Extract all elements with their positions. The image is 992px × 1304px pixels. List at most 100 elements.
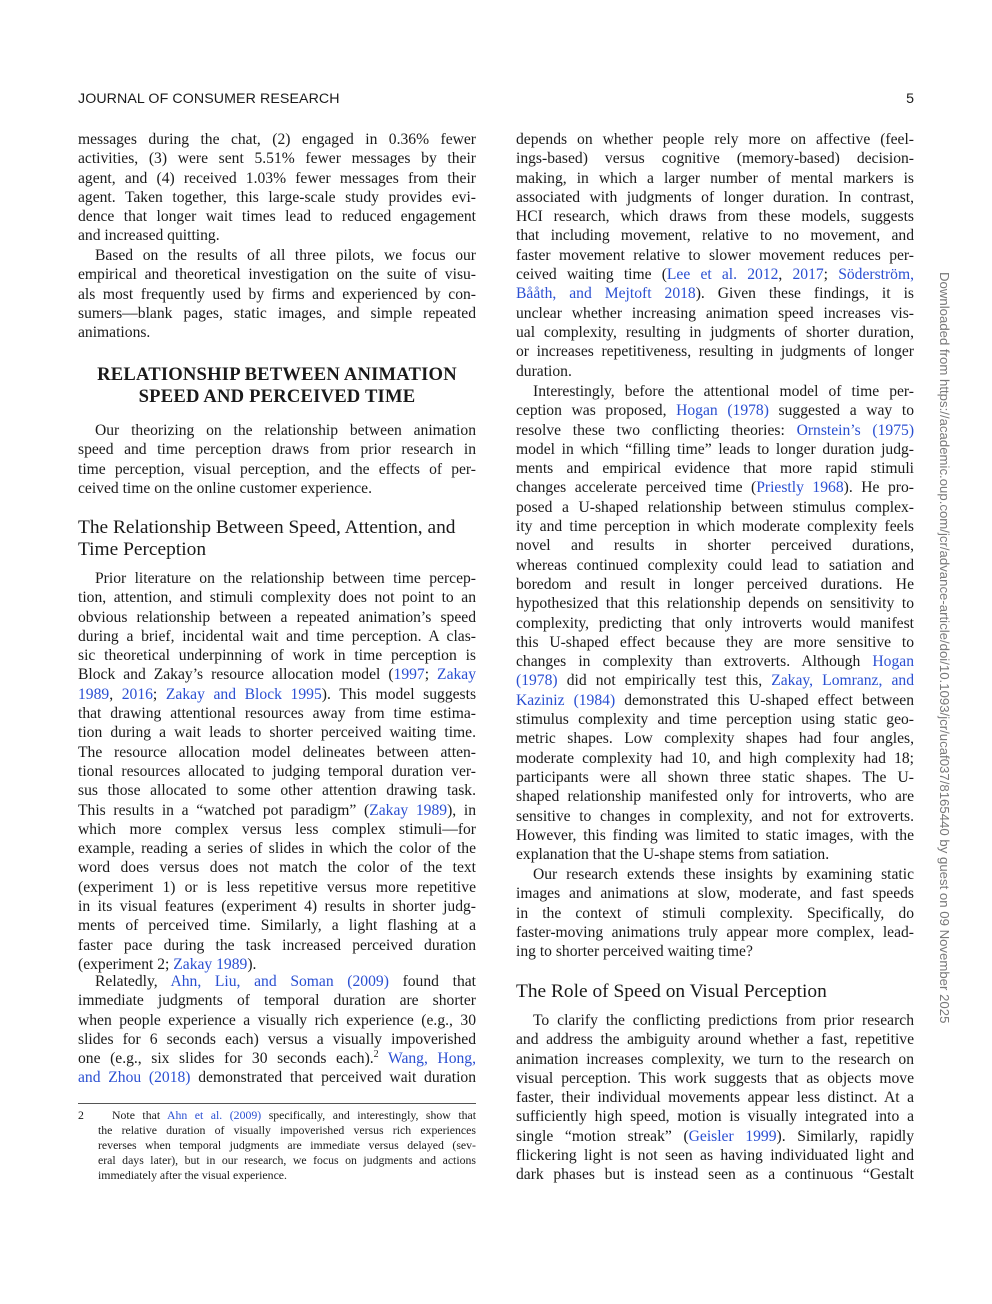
text-run: that including movement, relative to no … bbox=[516, 227, 914, 245]
text-line: whereas continued complexity could lead … bbox=[516, 556, 914, 575]
text-run: sic theoretical underpinning of work in … bbox=[78, 647, 476, 665]
text-run: example, reading a series of slides in w… bbox=[78, 840, 476, 858]
citation-link[interactable]: Kaziniz (1984) bbox=[516, 691, 616, 709]
text-run: that drawing attentional resources away … bbox=[78, 705, 476, 723]
text-line: To clarify the conflicting predictions f… bbox=[516, 1011, 914, 1030]
text-run: flickering light is not seen as having i… bbox=[516, 1147, 914, 1165]
text-run: shaped relationship manifested only for … bbox=[516, 788, 914, 806]
citation-link[interactable]: 1997 bbox=[393, 666, 425, 684]
citation-link[interactable]: Bååth, and Mejtoft 2018 bbox=[516, 285, 696, 303]
text-run: ual complexity, resulting in judgments o… bbox=[516, 323, 914, 341]
text-run: associated with judgments of longer dura… bbox=[516, 188, 914, 206]
text-line: sensitive to changes in complexity, and … bbox=[516, 807, 914, 826]
citation-link[interactable]: Zakay 1989 bbox=[173, 955, 248, 973]
citation-link[interactable]: Hogan bbox=[872, 653, 914, 671]
text-line: associated with judgments of longer dura… bbox=[516, 188, 914, 207]
paragraph: messages during the chat, (2) engaged in… bbox=[78, 130, 476, 246]
text-run: ). Given these findings, it is bbox=[695, 285, 914, 303]
citation-link[interactable]: Zakay, Lomranz, and bbox=[771, 672, 914, 690]
heading-line: The Role of Speed on Visual Perception bbox=[516, 981, 827, 1002]
citation-link[interactable]: Geisler 1999 bbox=[688, 1127, 777, 1145]
text-line: shaped relationship manifested only for … bbox=[516, 787, 914, 806]
text-run: empirical and theoretical investigation … bbox=[78, 266, 476, 284]
text-line: that drawing attentional resources away … bbox=[78, 704, 476, 723]
paragraph: Interestingly, before the attentional mo… bbox=[516, 382, 914, 864]
text-line: ing to shorter perceived waiting time? bbox=[516, 942, 914, 961]
text-run: which more complex versus less complex s… bbox=[78, 820, 476, 838]
text-run: demonstrated this U-shaped effect betwee… bbox=[615, 691, 915, 709]
text-line: animation increases complexity, we turn … bbox=[516, 1050, 914, 1069]
text-line: single “motion streak” (Geisler 1999). S… bbox=[516, 1127, 914, 1146]
text-run: resolve these two conflicting theories: bbox=[516, 421, 797, 439]
text-line: HCI research, which draws from these mod… bbox=[516, 207, 914, 226]
text-line: agent. Taken together, this large-scale … bbox=[78, 188, 476, 207]
text-line: which more complex versus less complex s… bbox=[78, 820, 476, 839]
citation-link[interactable]: Priestly 1968 bbox=[756, 479, 844, 497]
text-line: posed a U-shaped relationship between st… bbox=[516, 498, 914, 517]
citation-link[interactable]: Ahn et al. (2009) bbox=[166, 1108, 262, 1122]
text-run: ity and time perception in which moderat… bbox=[516, 518, 914, 536]
text-line: ings-based) versus cognitive (memory-bas… bbox=[516, 149, 914, 168]
text-line: resolve these two conflicting theories: … bbox=[516, 421, 914, 440]
text-run: participants were all shown three static… bbox=[516, 768, 914, 786]
text-run: visual perception. This work suggests th… bbox=[516, 1069, 914, 1087]
text-line: tion during a wait leads to shorter perc… bbox=[78, 723, 476, 742]
text-run: single “motion streak” ( bbox=[516, 1127, 689, 1145]
heading-line: RELATIONSHIP BETWEEN ANIMATION bbox=[97, 364, 457, 385]
text-line: messages during the chat, (2) engaged in… bbox=[78, 130, 476, 149]
citation-link[interactable]: 2016 bbox=[121, 685, 153, 703]
citation-link[interactable]: Lee et al. 2012 bbox=[666, 266, 779, 284]
text-run: depends on whether people rely more on a… bbox=[516, 131, 914, 148]
footnote-number: 2 bbox=[78, 1108, 84, 1122]
text-line: novel and results in shorter perceived d… bbox=[516, 536, 914, 555]
citation-link[interactable]: 1989 bbox=[78, 685, 110, 703]
footnote-marker[interactable]: 2 bbox=[373, 1049, 379, 1061]
citation-link[interactable]: Hogan (1978) bbox=[676, 402, 769, 420]
text-run: word does versus does not match the colo… bbox=[78, 859, 476, 877]
citation-link[interactable]: and Zhou (2018) bbox=[78, 1069, 191, 1087]
text-run: activities, (3) were sent 5.51% fewer me… bbox=[78, 150, 476, 168]
heading-line: The Relationship Between Speed, Attentio… bbox=[78, 517, 456, 538]
text-line: However, this finding was limited to sta… bbox=[516, 826, 914, 845]
text-run: one (e.g., six slides for 30 seconds eac… bbox=[78, 1050, 374, 1068]
text-line: in the context of stimuli complexity. Sp… bbox=[516, 904, 914, 923]
text-run: Relatedly, bbox=[95, 973, 171, 990]
text-run: in the context of stimuli complexity. Sp… bbox=[516, 904, 914, 922]
text-line: sic theoretical underpinning of work in … bbox=[78, 646, 476, 665]
text-run: HCI research, which draws from these mod… bbox=[516, 208, 914, 226]
text-run: tion during a wait leads to shorter perc… bbox=[78, 724, 476, 742]
text-line: duration. bbox=[516, 362, 914, 381]
text-run: ). bbox=[247, 955, 257, 973]
citation-link[interactable]: Wang, Hong, bbox=[387, 1050, 476, 1068]
text-run: model in which “filling time” leads to l… bbox=[516, 440, 914, 458]
text-line: tional resources allocated to judging te… bbox=[78, 762, 476, 781]
text-run: tion, attention, and stimuli complexity … bbox=[78, 589, 476, 607]
footnote-line: immediately after the visual experience. bbox=[78, 1168, 476, 1183]
text-run: Interestingly, before the attentional mo… bbox=[533, 383, 914, 400]
text-run: ceived time on the online customer exper… bbox=[78, 479, 372, 497]
citation-link[interactable]: Ahn, Liu, and Soman (2009) bbox=[170, 973, 389, 990]
text-line: faster, their individual movements appea… bbox=[516, 1088, 914, 1107]
citation-link[interactable]: 2017 bbox=[792, 266, 824, 284]
footnote-line: reverses when temporal judgments are imm… bbox=[78, 1138, 476, 1153]
paragraph: Our research extends these insights by e… bbox=[516, 865, 914, 961]
text-run: ; bbox=[823, 266, 839, 284]
text-run: Our research extends these insights by e… bbox=[533, 866, 914, 883]
text-run: when people experience a visually rich e… bbox=[78, 1011, 476, 1029]
text-run: sufficiently high speed, motion is visua… bbox=[516, 1108, 914, 1126]
text-line: visual perception. This work suggests th… bbox=[516, 1069, 914, 1088]
text-line: ity and time perception in which moderat… bbox=[516, 517, 914, 536]
citation-link[interactable]: Söderström, bbox=[838, 266, 914, 284]
citation-link[interactable]: Zakay bbox=[437, 666, 477, 684]
text-run: demonstrated that perceived wait duratio… bbox=[190, 1069, 476, 1087]
text-run: messages during the chat, (2) engaged in… bbox=[78, 131, 476, 148]
text-line: ual complexity, resulting in judgments o… bbox=[516, 323, 914, 342]
text-run: animations. bbox=[78, 324, 151, 342]
text-line: metric shapes. Low complexity shapes had… bbox=[516, 729, 914, 748]
citation-link[interactable]: Ornstein’s (1975) bbox=[796, 421, 915, 439]
text-run: changes in complexity than extroverts. A… bbox=[516, 653, 873, 671]
citation-link[interactable]: Zakay and Block 1995 bbox=[165, 685, 322, 703]
citation-link[interactable]: Zakay 1989 bbox=[369, 801, 448, 819]
text-run: unclear whether increasing animation spe… bbox=[516, 304, 914, 322]
citation-link[interactable]: (1978) bbox=[516, 672, 558, 690]
